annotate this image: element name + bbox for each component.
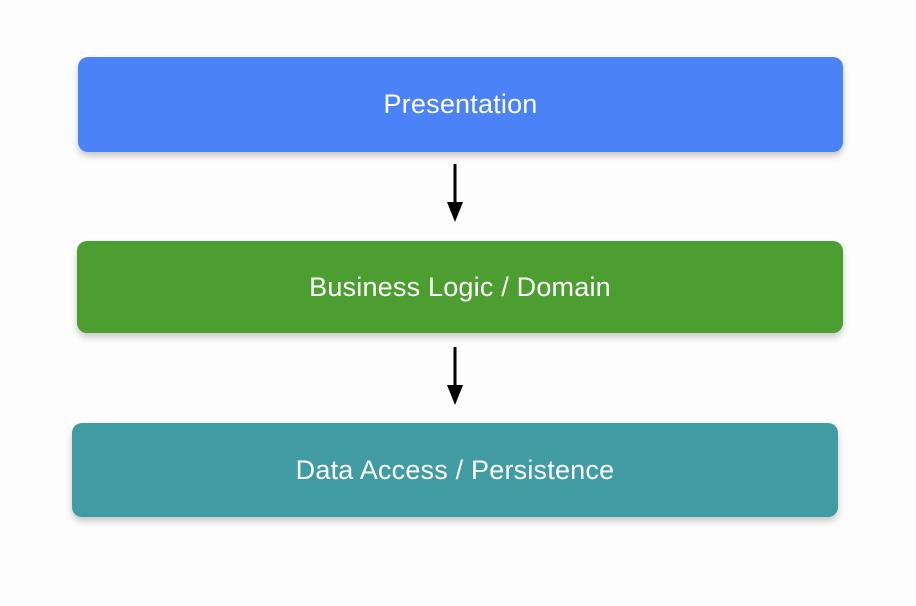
layer-box-data-access[interactable]: Data Access / Persistence — [72, 423, 838, 517]
arrow-head — [447, 202, 463, 222]
layer-label-business-logic: Business Logic / Domain — [309, 271, 611, 302]
layer-label-data-access: Data Access / Persistence — [295, 454, 615, 485]
arrow-business-to-data-icon — [447, 347, 463, 405]
arrow-presentation-to-business-icon — [447, 164, 463, 222]
layer-label-presentation: Presentation — [383, 89, 538, 119]
layer-box-business-logic[interactable]: Business Logic / Domain — [77, 241, 843, 333]
layer-box-presentation[interactable]: Presentation — [78, 57, 843, 152]
arrow-head — [447, 385, 463, 405]
